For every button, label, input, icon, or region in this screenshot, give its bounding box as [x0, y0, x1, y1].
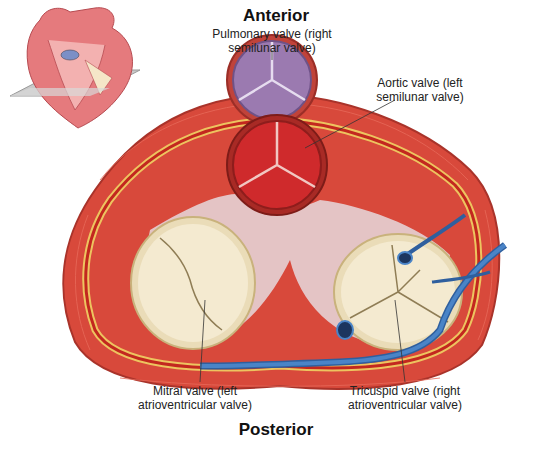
- valve-label: Mitral valve (left atrioventricular valv…: [120, 384, 270, 412]
- coronary-veins: [200, 215, 505, 366]
- tricuspid-valve: [334, 234, 462, 350]
- heart-base: [63, 94, 499, 389]
- leader-lines: [200, 50, 405, 382]
- orientation-label: Anterior: [196, 6, 356, 26]
- mitral-valve: [131, 217, 255, 349]
- inset-heart: [10, 8, 140, 128]
- aortic-valve: [227, 115, 327, 215]
- valve-label: Aortic valve (left semilunar valve): [360, 76, 480, 104]
- valve-label: Tricuspid valve (right atrioventricular …: [320, 384, 490, 412]
- orientation-label: Posterior: [196, 420, 356, 440]
- valve-label: Pulmonary valve (right semilunar valve): [207, 27, 337, 55]
